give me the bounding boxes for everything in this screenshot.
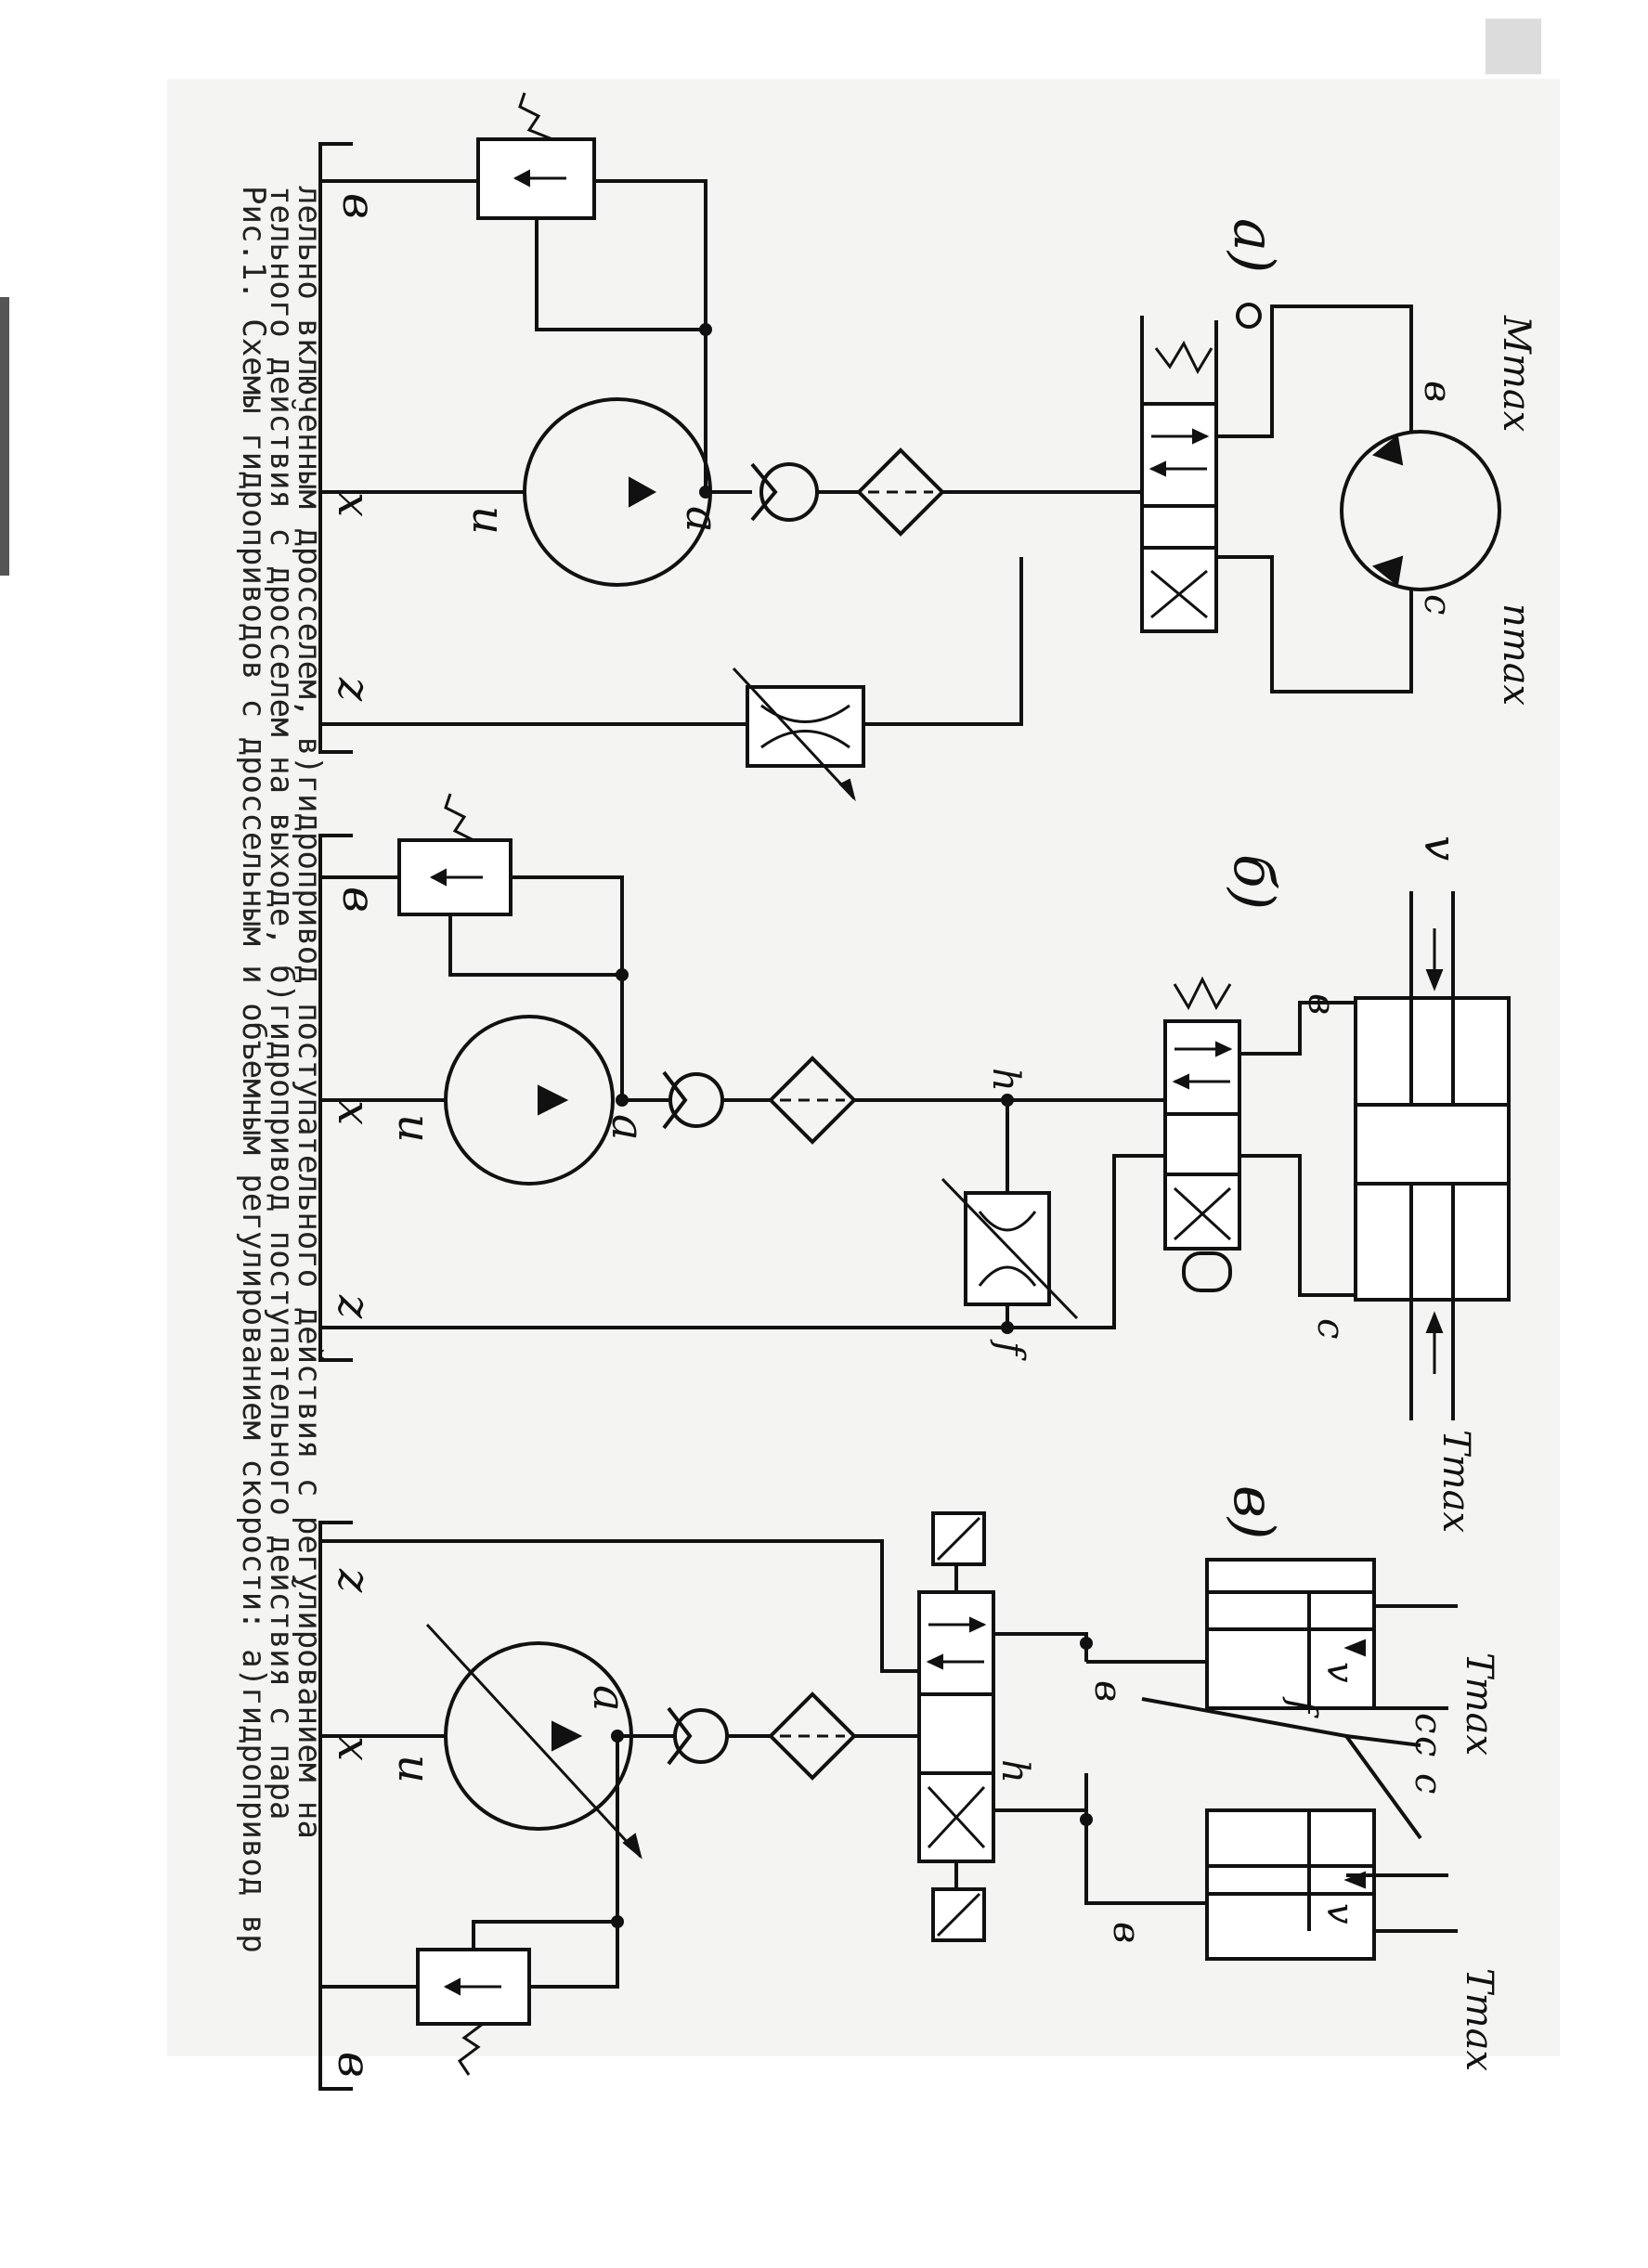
svg-text:f: f [989, 1339, 1032, 1361]
hydraulic-motor-a [1340, 430, 1501, 591]
panel-a: а) в x z u a в c Mmax nmax [318, 92, 1538, 802]
svg-text:c: c [1407, 1773, 1449, 1794]
force-label: Tmax [1434, 1430, 1477, 1533]
svg-text:z: z [328, 677, 380, 702]
tank-line-b [318, 834, 353, 1362]
svg-text:Tmax: Tmax [1458, 1968, 1500, 2071]
svg-text:a: a [602, 1114, 654, 1141]
panel-a-title: а) [1221, 218, 1286, 273]
panel-c: в) z x в u a h f в в c c c v v Tmax Tmax [318, 1485, 1500, 2091]
svg-text:z: z [328, 1568, 380, 1593]
svg-text:Tmax: Tmax [1458, 1652, 1500, 1756]
svg-text:x: x [328, 1736, 380, 1761]
svg-text:f: f [1281, 1696, 1324, 1718]
svg-text:a: a [583, 1685, 635, 1712]
torque-label: Mmax [1495, 315, 1538, 432]
tank-line-a [318, 142, 353, 754]
binding-edge [0, 297, 9, 576]
svg-text:c: c [1309, 1318, 1352, 1339]
svg-text:x: x [328, 1100, 380, 1125]
speed-label: nmax [1495, 603, 1538, 706]
svg-text:h: h [984, 1068, 1027, 1092]
dir-valve-b-pos1 [1163, 1019, 1241, 1116]
svg-text:в: в [1105, 1922, 1148, 1943]
scan-corner-mark [1486, 19, 1541, 74]
svg-text:в: в [1086, 1680, 1129, 1702]
svg-text:z: z [328, 1294, 380, 1319]
dir-valve-b-pos2 [1163, 1112, 1241, 1186]
svg-text:u: u [388, 1114, 440, 1143]
dir-valve-a-pos3 [1140, 546, 1218, 633]
pump-a [523, 397, 712, 587]
svg-text:c: c [1407, 1713, 1449, 1733]
cylinder-c1 [1205, 1558, 1376, 1710]
caption-line-1: Рис.1. Схемы гидроприводов с дроссельным… [235, 186, 272, 1953]
dir-valve-a-pos1 [1140, 402, 1218, 508]
svg-text:c: c [1407, 1736, 1449, 1756]
dir-valve-c-pos2 [917, 1692, 995, 1775]
throttle-b [964, 1191, 1051, 1306]
svg-text:v: v [1318, 1903, 1361, 1925]
spring-icon [1173, 976, 1232, 1011]
svg-text:c: c [1416, 594, 1459, 615]
check-valve-c [673, 1708, 729, 1764]
svg-text:в: в [1300, 993, 1343, 1015]
velocity-arrow-icon [1425, 969, 1444, 991]
dir-valve-c-pos1 [917, 1590, 995, 1696]
piston-b [1354, 1103, 1511, 1186]
check-valve-a [759, 462, 819, 522]
check-valve-b [668, 1072, 724, 1128]
spring-icon [518, 92, 553, 141]
variable-pump-c [444, 1641, 633, 1831]
force-arrow-icon [1343, 1639, 1366, 1657]
svg-text:в: в [1416, 381, 1459, 402]
panel-c-title: в) [1221, 1485, 1286, 1539]
motor-arrow-icon [1371, 434, 1404, 466]
svg-text:h: h [993, 1759, 1036, 1783]
svg-text:u: u [462, 506, 514, 535]
pump-b [444, 1015, 615, 1186]
variable-arrow-icon [425, 1623, 642, 1859]
pump-arrow-icon [629, 476, 657, 508]
svg-text:x: x [328, 492, 380, 517]
figure-caption: Рис.1. Схемы гидроприводов с дроссельным… [235, 186, 328, 1953]
velocity-label: v [1414, 836, 1466, 861]
spring-icon [457, 2022, 484, 2076]
throttle-a [746, 685, 865, 768]
svg-text:в: в [328, 2052, 380, 2078]
panel-b: б) в x z u a h f в c v Tmax [318, 793, 1511, 1533]
caption-line-2: тельного действия с дросселем на выходе,… [263, 186, 300, 1820]
cylinder-c2 [1205, 1808, 1376, 1961]
scanned-area [167, 79, 1560, 2056]
svg-text:в: в [332, 193, 384, 219]
svg-text:в: в [332, 887, 384, 913]
tank-line-c [318, 1521, 353, 2091]
svg-text:a: a [676, 506, 728, 533]
panel-b-title: б) [1221, 854, 1286, 910]
svg-text:u: u [388, 1755, 440, 1783]
spring-icon [444, 793, 474, 842]
spring-icon [1154, 340, 1213, 375]
svg-text:v: v [1318, 1662, 1361, 1683]
pedal-icon [1182, 1251, 1232, 1292]
lever-icon [1236, 303, 1262, 329]
